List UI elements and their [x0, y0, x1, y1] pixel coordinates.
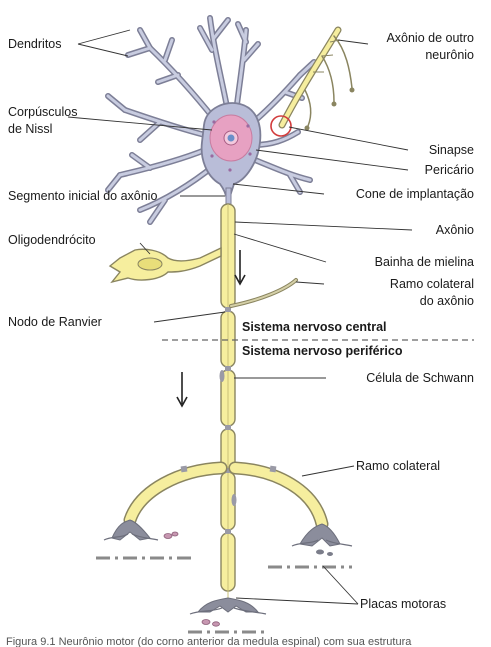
label-corpusculos-1: Corpúsculos: [8, 105, 77, 119]
synapse-marker: [270, 115, 292, 137]
cell-body: [200, 102, 262, 201]
label-celula-schwann: Célula de Schwann: [366, 371, 474, 385]
label-sistema-nervoso-periferico: Sistema nervoso periférico: [242, 344, 403, 358]
label-axonio-outro-neuronio-2: neurônio: [425, 48, 474, 62]
label-sinapse: Sinapse: [429, 143, 474, 157]
label-dendritos: Dendritos: [8, 37, 62, 51]
label-corpusculos-2: de Nissl: [8, 122, 52, 136]
label-pericario: Pericário: [425, 163, 474, 177]
lower-collaterals: [123, 461, 329, 531]
main-axon: [219, 187, 237, 598]
leader-lines: [67, 29, 413, 605]
labels: Dendritos Axônio de outro neurônio Corpú…: [6, 31, 474, 647]
dendrites: [105, 15, 317, 225]
label-axonio-outro-neuronio-1: Axônio de outro: [386, 31, 474, 45]
label-ramo-colateral-axonio-2: do axônio: [420, 294, 474, 308]
label-sistema-nervoso-central: Sistema nervoso central: [242, 320, 387, 334]
label-ramo-colateral: Ramo colateral: [356, 459, 440, 473]
label-ramo-colateral-axonio-1: Ramo colateral: [390, 277, 474, 291]
figure-caption: Figura 9.1 Neurônio motor (do corno ante…: [6, 636, 412, 647]
label-bainha-mielina: Bainha de mielina: [375, 255, 474, 269]
direction-arrows: [176, 250, 246, 408]
motor-plates: [96, 519, 353, 634]
label-segmento-inicial: Segmento inicial do axônio: [8, 189, 157, 203]
other-neuron-axon: [278, 26, 355, 131]
label-nodo-ranvier: Nodo de Ranvier: [8, 315, 102, 329]
label-cone-implantacao: Cone de implantação: [356, 187, 474, 201]
label-oligodendrocito: Oligodendrócito: [8, 233, 96, 247]
label-axonio: Axônio: [436, 223, 474, 237]
label-placas-motoras: Placas motoras: [360, 597, 446, 611]
oligodendrocyte: [108, 246, 222, 284]
